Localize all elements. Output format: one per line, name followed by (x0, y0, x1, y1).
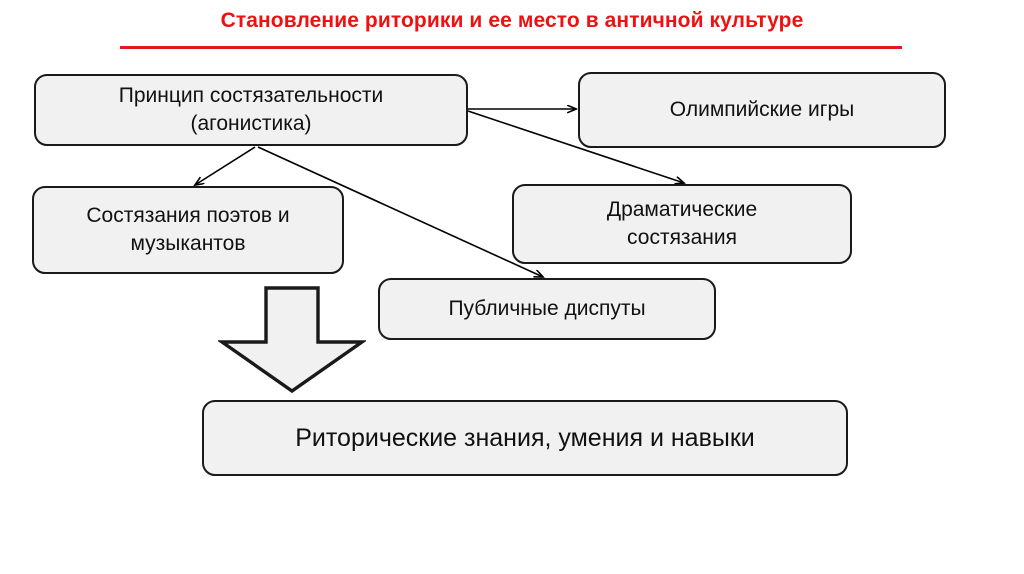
edge-principle-to-poets (195, 146, 256, 185)
node-olympic-games[interactable]: Олимпийские игры (578, 72, 946, 148)
title-area: Становление риторики и ее место в античн… (0, 8, 1024, 33)
node-rhetorical-skills-label: Риторические знания, умения и навыки (295, 423, 755, 452)
node-public-disputes[interactable]: Публичные диспуты (378, 278, 716, 340)
block-arrow-down-icon (218, 286, 366, 394)
node-dramatic-contests[interactable]: Драматические состязания (512, 184, 852, 264)
node-poet-musician-contests[interactable]: Состязания поэтов и музыкантов (32, 186, 344, 274)
title-divider (120, 46, 902, 49)
page-title: Становление риторики и ее место в античн… (220, 9, 804, 32)
node-public-disputes-label: Публичные диспуты (448, 297, 646, 321)
node-olympic-games-label: Олимпийские игры (669, 98, 855, 122)
node-principle[interactable]: Принцип состязательности (агонистика) (34, 74, 468, 146)
node-rhetorical-skills[interactable]: Риторические знания, умения и навыки (202, 400, 848, 476)
node-poet-musician-contests-label: Состязания поэтов и музыкантов (86, 204, 290, 255)
node-dramatic-contests-label: Драматические состязания (606, 198, 758, 249)
node-principle-label: Принцип состязательности (агонистика) (118, 84, 384, 135)
